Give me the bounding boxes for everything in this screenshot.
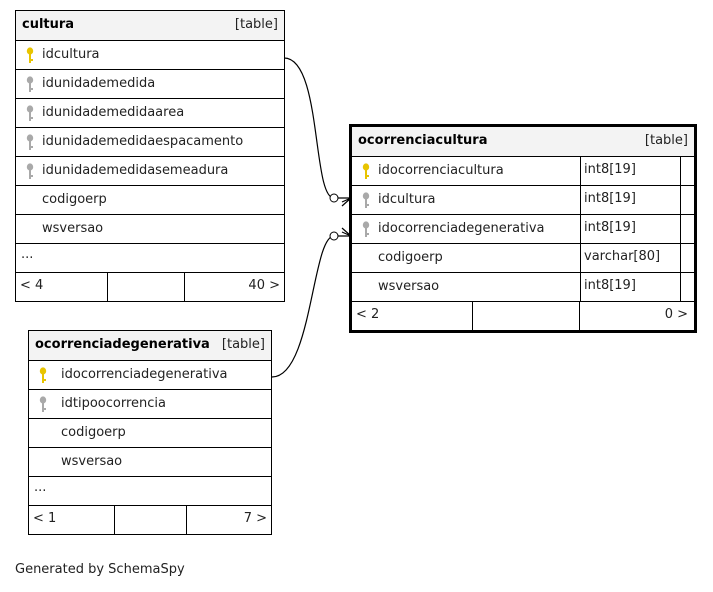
column-row-wsversao[interactable]: wsversao int8[19]	[352, 273, 694, 302]
foreign-key-icon	[25, 134, 35, 152]
column-list: idocorrenciacultura int8[19] idcultura int8…	[352, 157, 694, 302]
column-row-idcultura[interactable]: idcultura	[16, 41, 284, 70]
column-row-idunidademedidaespacamento[interactable]: idunidademedidaespacamento	[16, 128, 284, 157]
column-name: wsversao	[378, 279, 440, 294]
table-footer: < 1 7 >	[29, 506, 271, 534]
ellipsis: ...	[34, 480, 47, 495]
column-name: idunidademedidasemeadura	[42, 163, 229, 178]
column-type: int8[19]	[580, 157, 680, 186]
table-cultura[interactable]: cultura [table] idcultura idunidademedida…	[15, 10, 285, 302]
column-row-wsversao[interactable]: wsversao	[29, 448, 271, 477]
relation-cultura-to-ocorrenciacultura	[283, 57, 352, 199]
column-row-idocorrenciacultura[interactable]: idocorrenciacultura int8[19]	[352, 157, 694, 186]
table-header[interactable]: ocorrenciacultura [table]	[352, 127, 694, 157]
parent-count: < 4	[20, 278, 44, 293]
column-name: codigoerp	[42, 192, 107, 207]
foreign-key-icon	[38, 396, 48, 414]
column-name: idcultura	[42, 47, 100, 62]
column-type: int8[19]	[580, 186, 680, 215]
table-kind: [table]	[221, 337, 265, 352]
spacer-cell	[108, 273, 185, 301]
parent-count-cell: < 1	[29, 506, 115, 534]
parent-count: < 1	[33, 511, 57, 526]
table-kind: [table]	[234, 17, 278, 32]
column-name: idtipoocorrencia	[61, 396, 166, 411]
foreign-key-icon	[361, 192, 371, 210]
table-name: ocorrenciacultura	[358, 133, 488, 148]
column-name: codigoerp	[61, 425, 126, 440]
column-row-codigoerp[interactable]: codigoerp	[16, 186, 284, 215]
foreign-key-icon	[361, 221, 371, 239]
column-type: int8[19]	[580, 273, 680, 302]
column-name: idocorrenciadegenerativa	[378, 221, 545, 236]
column-name: wsversao	[61, 454, 123, 469]
column-row-idocorrenciadegenerativa[interactable]: idocorrenciadegenerativa	[29, 361, 271, 390]
column-name: idunidademedidaarea	[42, 105, 185, 120]
column-name: idunidademedida	[42, 76, 156, 91]
parent-count-cell: < 2	[352, 302, 473, 330]
column-type: int8[19]	[580, 215, 680, 244]
column-row-idunidademedida[interactable]: idunidademedida	[16, 70, 284, 99]
child-count: 40 >	[248, 278, 280, 293]
generator-credit: Generated by SchemaSpy	[15, 562, 185, 577]
child-count: 0 >	[664, 307, 688, 322]
primary-key-icon	[38, 367, 48, 385]
column-row-idtipoocorrencia[interactable]: idtipoocorrencia	[29, 390, 271, 419]
foreign-key-icon	[25, 163, 35, 181]
child-count-cell: 7 >	[187, 506, 271, 534]
table-ocorrenciacultura[interactable]: ocorrenciacultura [table] idocorrenciacu…	[349, 124, 697, 333]
column-row-codigoerp[interactable]: codigoerp	[29, 419, 271, 448]
foreign-key-icon	[25, 76, 35, 94]
column-row-wsversao[interactable]: wsversao	[16, 215, 284, 244]
column-name: idocorrenciacultura	[378, 163, 504, 178]
right-margin-column	[680, 157, 694, 302]
optional-marker-idocorrenciadegenerativa	[329, 231, 339, 241]
child-count-cell: 40 >	[185, 273, 284, 301]
parent-count-cell: < 4	[16, 273, 108, 301]
column-name: codigoerp	[378, 250, 443, 265]
table-kind: [table]	[644, 133, 688, 148]
table-header[interactable]: cultura [table]	[16, 11, 284, 41]
column-name: wsversao	[42, 221, 104, 236]
table-footer: < 4 40 >	[16, 273, 284, 301]
table-name: cultura	[22, 17, 75, 32]
more-columns: ...	[16, 244, 284, 273]
primary-key-icon	[361, 163, 371, 181]
child-count-cell: 0 >	[580, 302, 694, 330]
table-footer: < 2 0 >	[352, 302, 694, 330]
optional-marker-idcultura	[329, 193, 339, 203]
column-name: idcultura	[378, 192, 436, 207]
child-count: 7 >	[243, 511, 267, 526]
ellipsis: ...	[21, 247, 34, 262]
primary-key-icon	[25, 47, 35, 65]
column-row-idunidademedidaarea[interactable]: idunidademedidaarea	[16, 99, 284, 128]
table-name: ocorrenciadegenerativa	[35, 337, 210, 352]
column-name: idocorrenciadegenerativa	[61, 367, 228, 382]
column-row-idunidademedidasemeadura[interactable]: idunidademedidasemeadura	[16, 157, 284, 186]
more-columns: ...	[29, 477, 271, 506]
column-row-idcultura[interactable]: idcultura int8[19]	[352, 186, 694, 215]
table-header[interactable]: ocorrenciadegenerativa [table]	[29, 331, 271, 361]
column-row-codigoerp[interactable]: codigoerp varchar[80]	[352, 244, 694, 273]
column-type: varchar[80]	[580, 244, 680, 273]
column-list: idcultura idunidademedida idunidademedidaa…	[16, 41, 284, 244]
column-grid: idocorrenciacultura int8[19] idcultura int8…	[352, 157, 694, 302]
parent-count: < 2	[356, 307, 380, 322]
spacer-cell	[115, 506, 187, 534]
spacer-cell	[473, 302, 580, 330]
foreign-key-icon	[25, 105, 35, 123]
column-name: idunidademedidaespacamento	[42, 134, 244, 149]
column-list: idocorrenciadegenerativa idtipoocorrencia…	[29, 361, 271, 477]
column-row-idocorrenciadegenerativa[interactable]: idocorrenciadegenerativa int8[19]	[352, 215, 694, 244]
table-ocorrenciadegenerativa[interactable]: ocorrenciadegenerativa [table] idocorren…	[28, 330, 272, 535]
